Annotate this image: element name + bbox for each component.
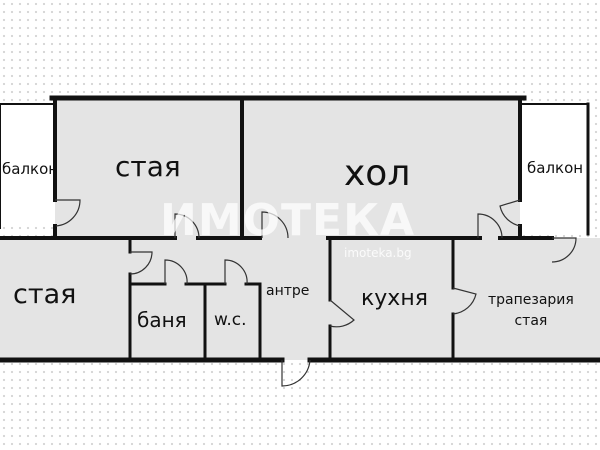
- door-wc: [224, 259, 248, 285]
- door-balcony-right-bottom: [551, 237, 577, 263]
- doors: [55, 199, 577, 387]
- label-room-bottom: стая: [13, 279, 77, 310]
- door-entrance: [281, 359, 311, 387]
- label-wc: w.c.: [214, 310, 247, 330]
- hall-area-lower: [260, 284, 330, 360]
- door-balcony-right: [499, 199, 521, 227]
- label-dining-room: трапезария стая: [488, 293, 574, 328]
- watermark-logo: ИМОТЕКА: [160, 195, 416, 246]
- label-living-room: хол: [344, 153, 411, 194]
- label-hall: антре: [266, 283, 310, 299]
- bathroom-area: [130, 284, 205, 360]
- door-bathroom: [164, 259, 188, 285]
- watermark-url: imoteka.bg: [344, 246, 412, 260]
- kitchen-area: [330, 238, 453, 360]
- walls: [0, 95, 600, 363]
- room-bottom-area: [0, 238, 130, 360]
- label-dining-line1: трапезария: [488, 292, 574, 308]
- balcony-right-area: [522, 104, 588, 232]
- door-hol: [261, 211, 289, 239]
- label-bathroom: баня: [137, 308, 187, 332]
- label-balcony-right: балкон: [527, 159, 584, 177]
- door-balcony-left: [55, 199, 81, 227]
- living-area: [242, 98, 520, 238]
- wc-area: [205, 284, 260, 360]
- label-room-top: стая: [115, 150, 181, 183]
- door-room-bottom: [129, 251, 153, 275]
- dining-area: [453, 238, 600, 360]
- door-kitchen-dining: [452, 287, 477, 315]
- room-top-area: [55, 98, 242, 238]
- door-hall-kitchen: [329, 299, 355, 328]
- balcony-left-area: [0, 104, 55, 224]
- door-room-top: [174, 213, 200, 239]
- label-dining-line2: стая: [514, 312, 548, 329]
- door-hol-kitchen: [477, 213, 503, 239]
- room-fills: [0, 98, 600, 360]
- label-kitchen: кухня: [361, 286, 428, 311]
- label-balcony-left: балкон: [2, 160, 59, 178]
